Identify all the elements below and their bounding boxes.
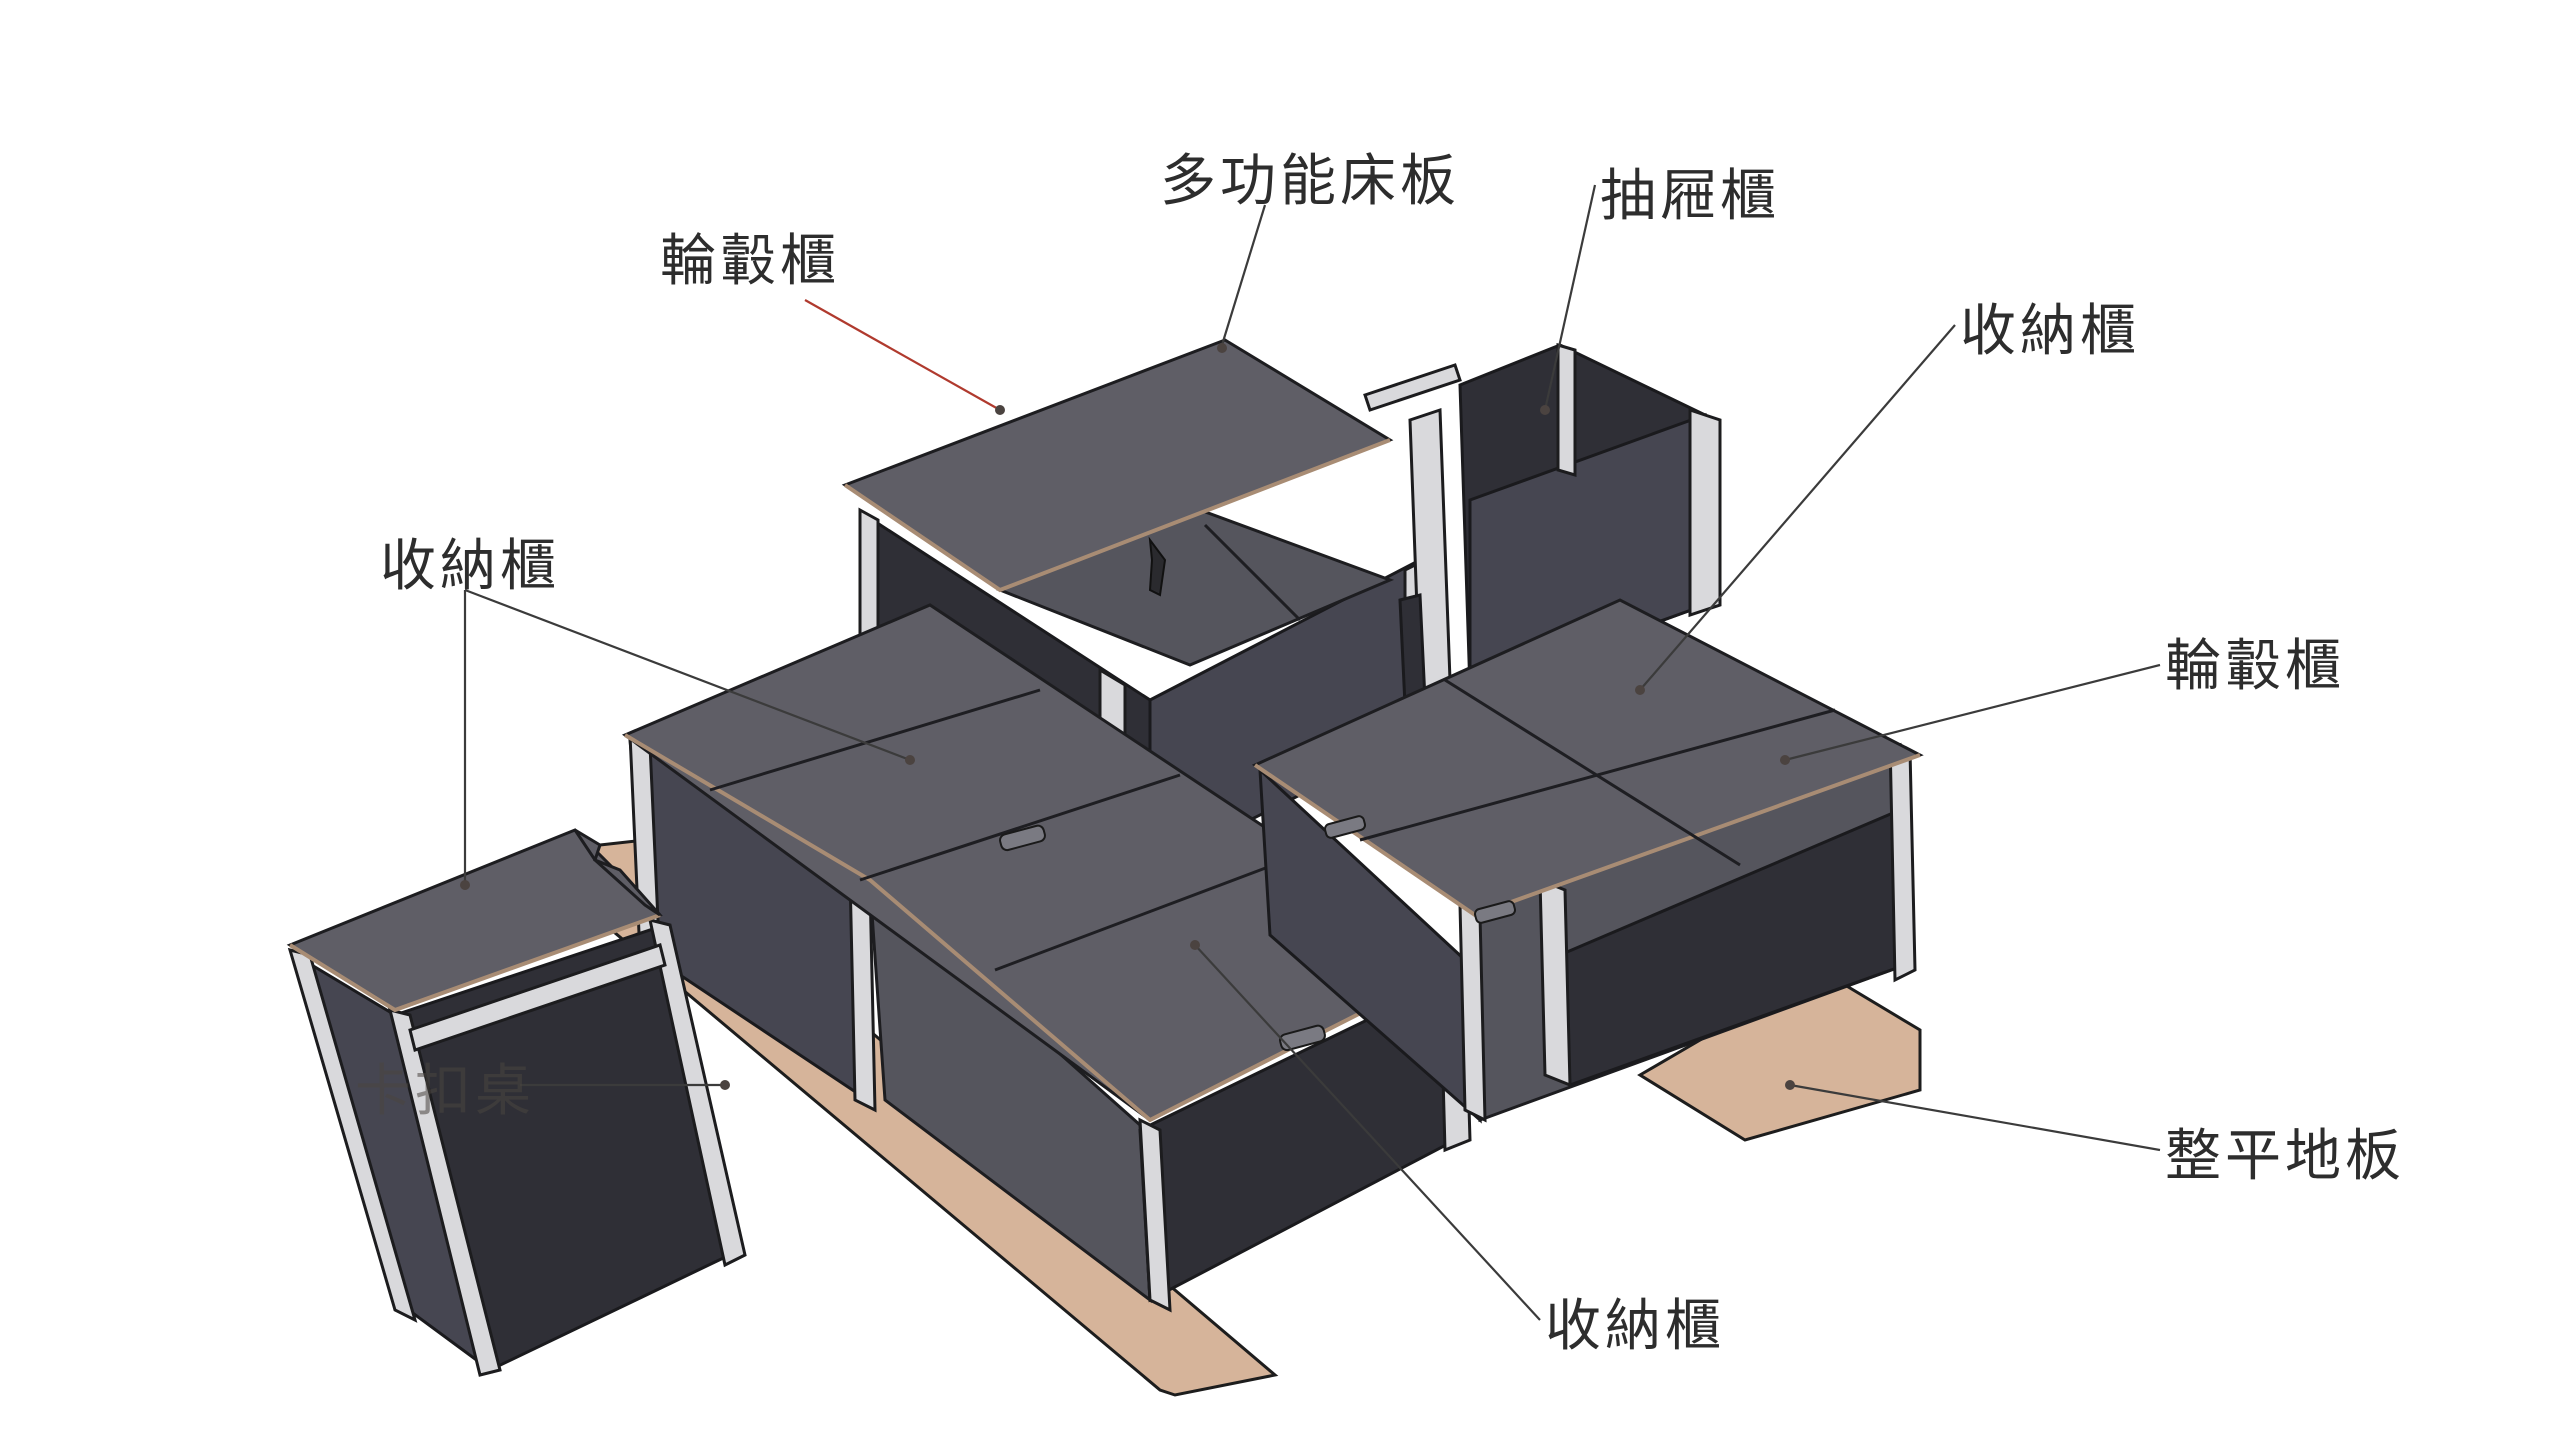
storage-cabinet-left-long	[621, 603, 1472, 1313]
label-wheel-cabinet-top-left: 輪轂櫃	[660, 229, 840, 294]
label-storage-cabinet-left: 收納櫃	[380, 534, 560, 599]
label-leveling-floor: 整平地板	[2165, 1124, 2405, 1189]
label-multi-bed-board: 多功能床板	[1160, 149, 1460, 214]
label-clip-table: 卡扣桌	[355, 1059, 535, 1124]
label-drawer-cabinet: 抽屜櫃	[1600, 164, 1780, 229]
label-storage-cabinet-top-right: 收納櫃	[1960, 299, 2140, 364]
label-storage-cabinet-bottom: 收納櫃	[1545, 1294, 1725, 1359]
storage-cabinet-small	[286, 828, 747, 1377]
label-wheel-cabinet-right: 輪轂櫃	[2165, 634, 2345, 699]
leader-lines	[460, 184, 2161, 1321]
storage-cabinet-right	[1251, 598, 1924, 1124]
